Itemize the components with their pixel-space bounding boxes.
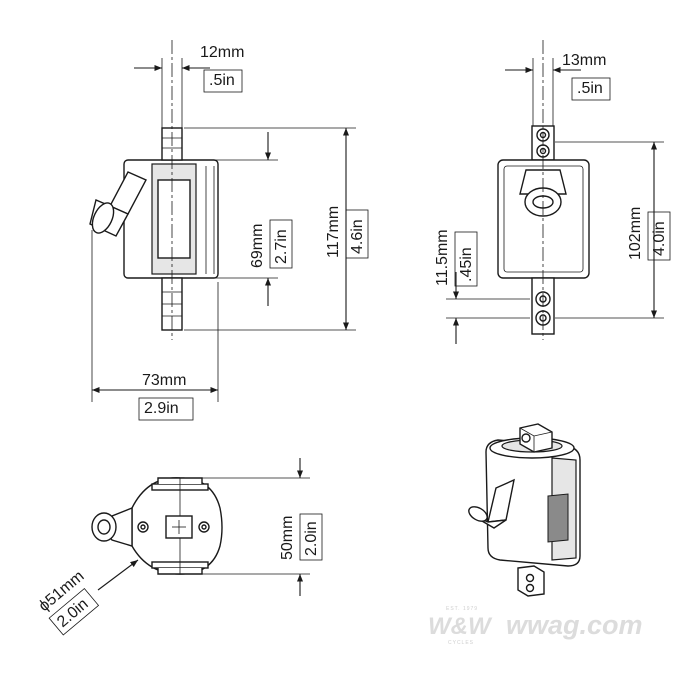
dim-12mm-in: .5in	[209, 72, 235, 89]
watermark-site: wwag.com	[506, 610, 643, 640]
watermark-est: EST. 1979	[446, 606, 478, 612]
dim-11-5mm-in: .45in	[458, 247, 475, 282]
dim-73mm-in: 2.9in	[144, 400, 179, 417]
dim-102mm-in: 4.0in	[651, 221, 668, 256]
dim-13mm: 13mm	[562, 52, 606, 69]
dim-69mm-in: 2.7in	[273, 229, 290, 264]
dim-117mm: 117mm	[325, 206, 342, 258]
dim-102mm: 102mm	[627, 207, 644, 260]
dim-50mm: 50mm	[279, 516, 296, 560]
dim-13mm-in: .5in	[577, 80, 603, 97]
dim-50mm-in: 2.0in	[303, 521, 320, 556]
watermark-logo: W&W	[428, 613, 493, 640]
watermark: EST. 1979 W&W CYCLES wwag.com	[428, 606, 643, 646]
top-view	[91, 458, 310, 596]
side-view	[89, 40, 356, 402]
watermark-origin: CYCLES	[448, 640, 474, 646]
dim-117mm-in: 4.6in	[349, 219, 366, 254]
dim-11-5mm: 11.5mm	[434, 229, 451, 286]
front-view	[446, 40, 664, 344]
dim-12mm: 12mm	[200, 44, 244, 61]
isometric-view	[468, 423, 581, 597]
dim-69mm: 69mm	[249, 224, 266, 268]
dim-73mm: 73mm	[142, 372, 186, 389]
